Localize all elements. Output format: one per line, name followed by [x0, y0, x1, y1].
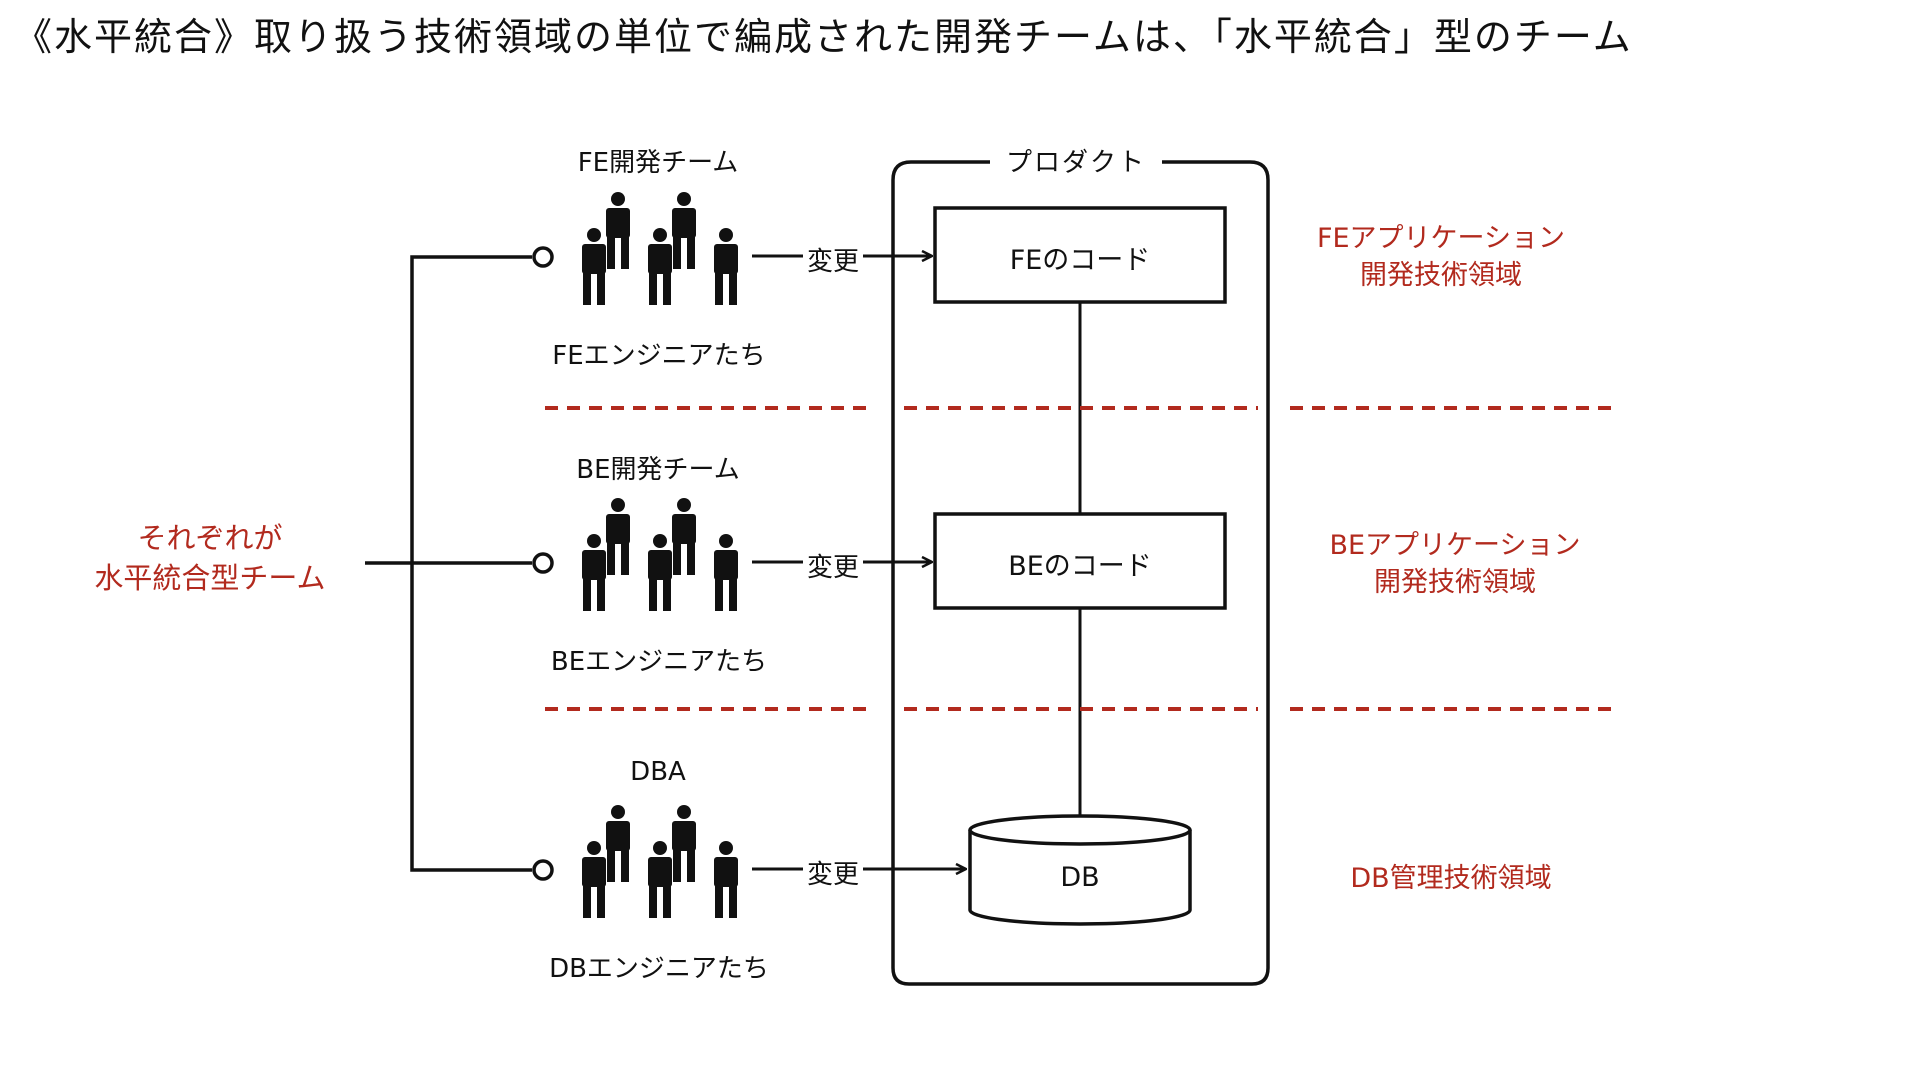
side-label: それぞれが 水平統合型チーム — [40, 518, 380, 598]
change-label: 変更 — [803, 547, 864, 584]
db-cylinder — [968, 814, 1192, 926]
team-name: DBA — [630, 757, 686, 787]
team-members: DBエンジニアたち — [549, 954, 769, 984]
change-label: 変更 — [803, 854, 864, 891]
domain-line: DB管理技術領域 — [1350, 863, 1552, 894]
connector-circles — [532, 246, 554, 881]
domain-label-db: DB管理技術領域 — [1286, 860, 1616, 897]
be-code-label: BEのコード — [1008, 551, 1152, 582]
domain-line: 開発技術領域 — [1374, 567, 1536, 598]
product-container — [891, 160, 1270, 986]
page-title: 《水平統合》取り扱う技術領域の単位で編成された開発チームは、「水平統合」型のチー… — [14, 15, 1633, 59]
domain-label-be: BEアプリケーション 開発技術領域 — [1290, 527, 1620, 601]
domain-line: FEアプリケーション — [1316, 223, 1566, 254]
person-group-icon — [582, 192, 738, 305]
person-group-icon — [582, 805, 738, 918]
product-label: プロダクト — [1005, 148, 1146, 178]
change-label: 変更 — [803, 241, 864, 278]
person-group-icon — [582, 498, 738, 611]
team-name: BE開発チーム — [576, 455, 740, 485]
fe-code-label: FEのコード — [1009, 245, 1151, 276]
side-label-line: 水平統合型チーム — [94, 561, 326, 595]
domain-label-fe: FEアプリケーション 開発技術領域 — [1276, 220, 1606, 294]
fe-code-box — [933, 206, 1227, 304]
team-name: FE開発チーム — [577, 148, 739, 178]
side-label-line: それぞれが — [137, 521, 283, 555]
db-label: DB — [1060, 862, 1100, 893]
domain-line: 開発技術領域 — [1360, 260, 1522, 291]
team-members: FEエンジニアたち — [552, 341, 766, 371]
domain-line: BEアプリケーション — [1329, 530, 1581, 561]
team-bracket — [365, 255, 532, 872]
domain-separators — [545, 406, 1618, 711]
team-members: BEエンジニアたち — [550, 647, 768, 677]
